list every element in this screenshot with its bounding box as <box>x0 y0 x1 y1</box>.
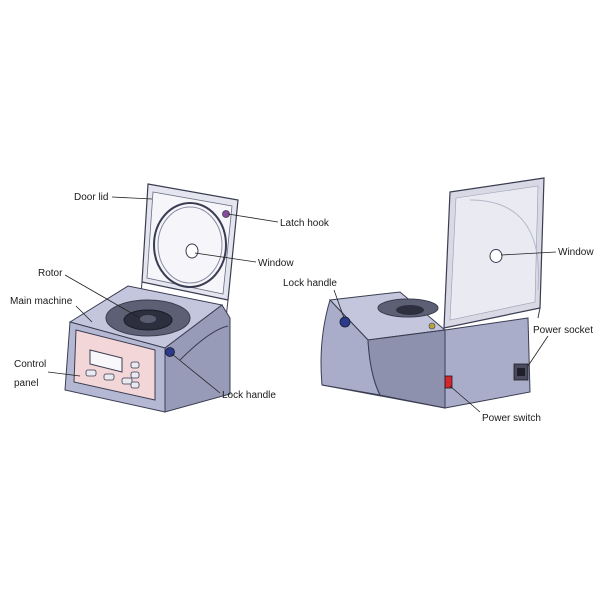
label-lock-handle-right: Lock handle <box>283 278 337 289</box>
label-window-left: Window <box>258 258 294 269</box>
panel-button[interactable] <box>130 371 140 379</box>
leader-lines <box>47 196 557 413</box>
label-latch-hook: Latch hook <box>280 218 330 229</box>
panel-button[interactable] <box>130 381 140 389</box>
label-control-panel-line1: Control <box>14 359 46 370</box>
right-lid-window <box>489 249 503 263</box>
door-lid <box>139 183 239 319</box>
labels: Door lid Latch hook Window Rotor Main ma… <box>10 192 594 424</box>
panel-button[interactable] <box>103 373 115 381</box>
power-socket <box>513 363 529 381</box>
lcd-display <box>89 349 123 373</box>
label-window-right: Window <box>558 247 594 258</box>
label-control-panel-line2: panel <box>14 378 38 389</box>
right-machine-side <box>367 329 446 409</box>
right-door-lid <box>439 177 545 341</box>
lid-window <box>185 243 199 259</box>
label-power-switch: Power switch <box>482 413 541 424</box>
power-switch[interactable] <box>444 375 453 389</box>
label-lock-handle-left: Lock handle <box>222 390 276 401</box>
left-centrifuge <box>64 183 239 413</box>
panel-button[interactable] <box>85 369 97 377</box>
label-rotor: Rotor <box>38 268 63 279</box>
right-centrifuge <box>320 177 545 409</box>
control-panel <box>73 329 156 401</box>
label-door-lid: Door lid <box>74 192 108 203</box>
label-main-machine: Main machine <box>10 296 73 307</box>
panel-button[interactable] <box>121 377 133 385</box>
right-lock-handle-knob[interactable] <box>339 316 351 328</box>
panel-button[interactable] <box>130 361 140 369</box>
right-machine-back <box>444 317 531 409</box>
label-power-socket: Power socket <box>533 325 593 336</box>
